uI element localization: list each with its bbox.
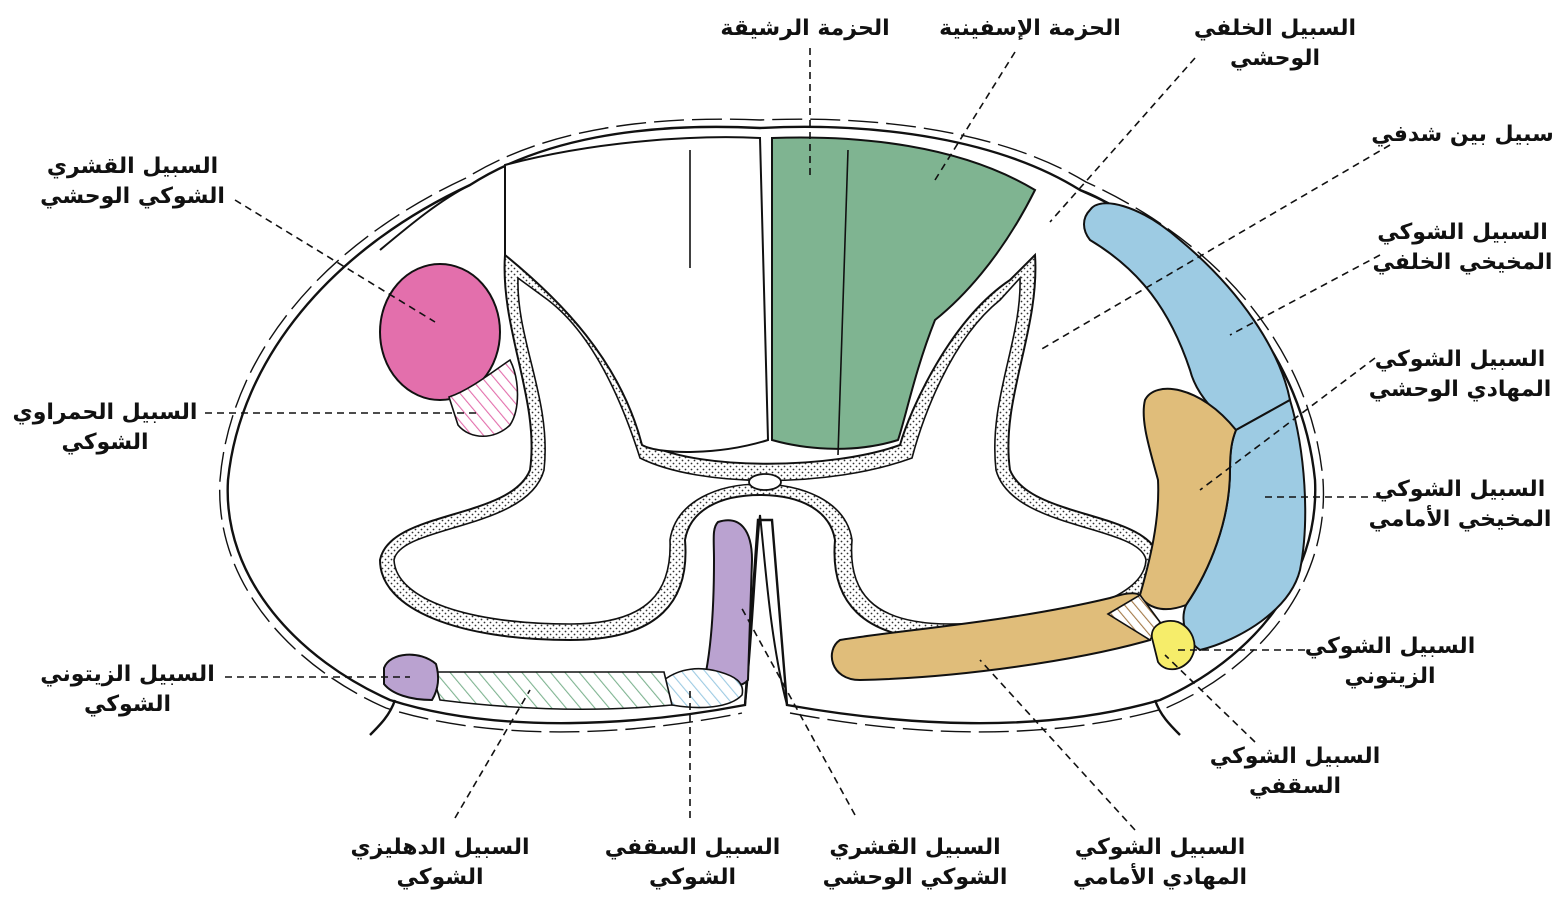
rubrospinal-tract bbox=[447, 358, 519, 437]
spinotectal-tract bbox=[1106, 593, 1161, 642]
anterior-corticospinal-tract bbox=[704, 519, 754, 687]
label-olivospinal: السبيل الزيتوني الشوكي bbox=[40, 662, 215, 717]
central-canal bbox=[748, 473, 782, 491]
vestibulospinal-tract bbox=[430, 671, 673, 710]
label-anterior-corticospinal: السبيل القشري الشوكي الوحشي bbox=[822, 835, 1008, 890]
spino-olivary-tract bbox=[1151, 620, 1196, 671]
label-lateral-corticospinal: السبيل القشري الشوكي الوحشي bbox=[40, 154, 225, 209]
label-spinotectal: السبيل الشوكي السقفي bbox=[1209, 744, 1381, 799]
gray-matter-inner bbox=[393, 275, 1147, 625]
tectospinal-tract bbox=[663, 667, 744, 709]
label-tectospinal: السبيل السقفي الشوكي bbox=[604, 835, 781, 890]
label-posterior-spinocerebellar: السبيل الشوكي المخيخي الخلفي bbox=[1372, 220, 1553, 275]
lateral-corticospinal-tract bbox=[379, 263, 501, 401]
label-fasciculus-gracilis: الحزمة الرشيقة bbox=[720, 16, 890, 41]
label-rubrospinal: السبيل الحمراوي الشوكي bbox=[12, 400, 198, 455]
label-spino-olivary: السبيل الشوكي الزيتوني bbox=[1304, 634, 1476, 689]
label-anterior-spinocerebellar: السبيل الشوكي المخيخي الأمامي bbox=[1368, 477, 1552, 532]
fasciculus-gracilis-area bbox=[504, 136, 770, 453]
label-lateral-spinothalamic: السبيل الشوكي المهادي الوحشي bbox=[1368, 347, 1552, 402]
lateral-spinothalamic-tract bbox=[1138, 387, 1238, 611]
posterior-intermediate-septum bbox=[837, 149, 849, 456]
label-anterior-spinothalamic: السبيل الشوكي المهادي الأمامي bbox=[1072, 835, 1248, 890]
fasciculus-cuneatus bbox=[771, 136, 1037, 450]
olivospinal-tract bbox=[383, 653, 440, 702]
label-fasciculus-cuneatus: الحزمة الإسفينية bbox=[939, 16, 1121, 41]
leader-lines bbox=[205, 48, 1391, 831]
label-vestibulospinal: السبيل الدهليزي الشوكي bbox=[350, 835, 530, 890]
label-intersegmental-tract: سبيل بين شدفي bbox=[1371, 122, 1554, 147]
label-dorsolateral-tract: السبيل الخلفي الوحشي bbox=[1193, 16, 1357, 71]
